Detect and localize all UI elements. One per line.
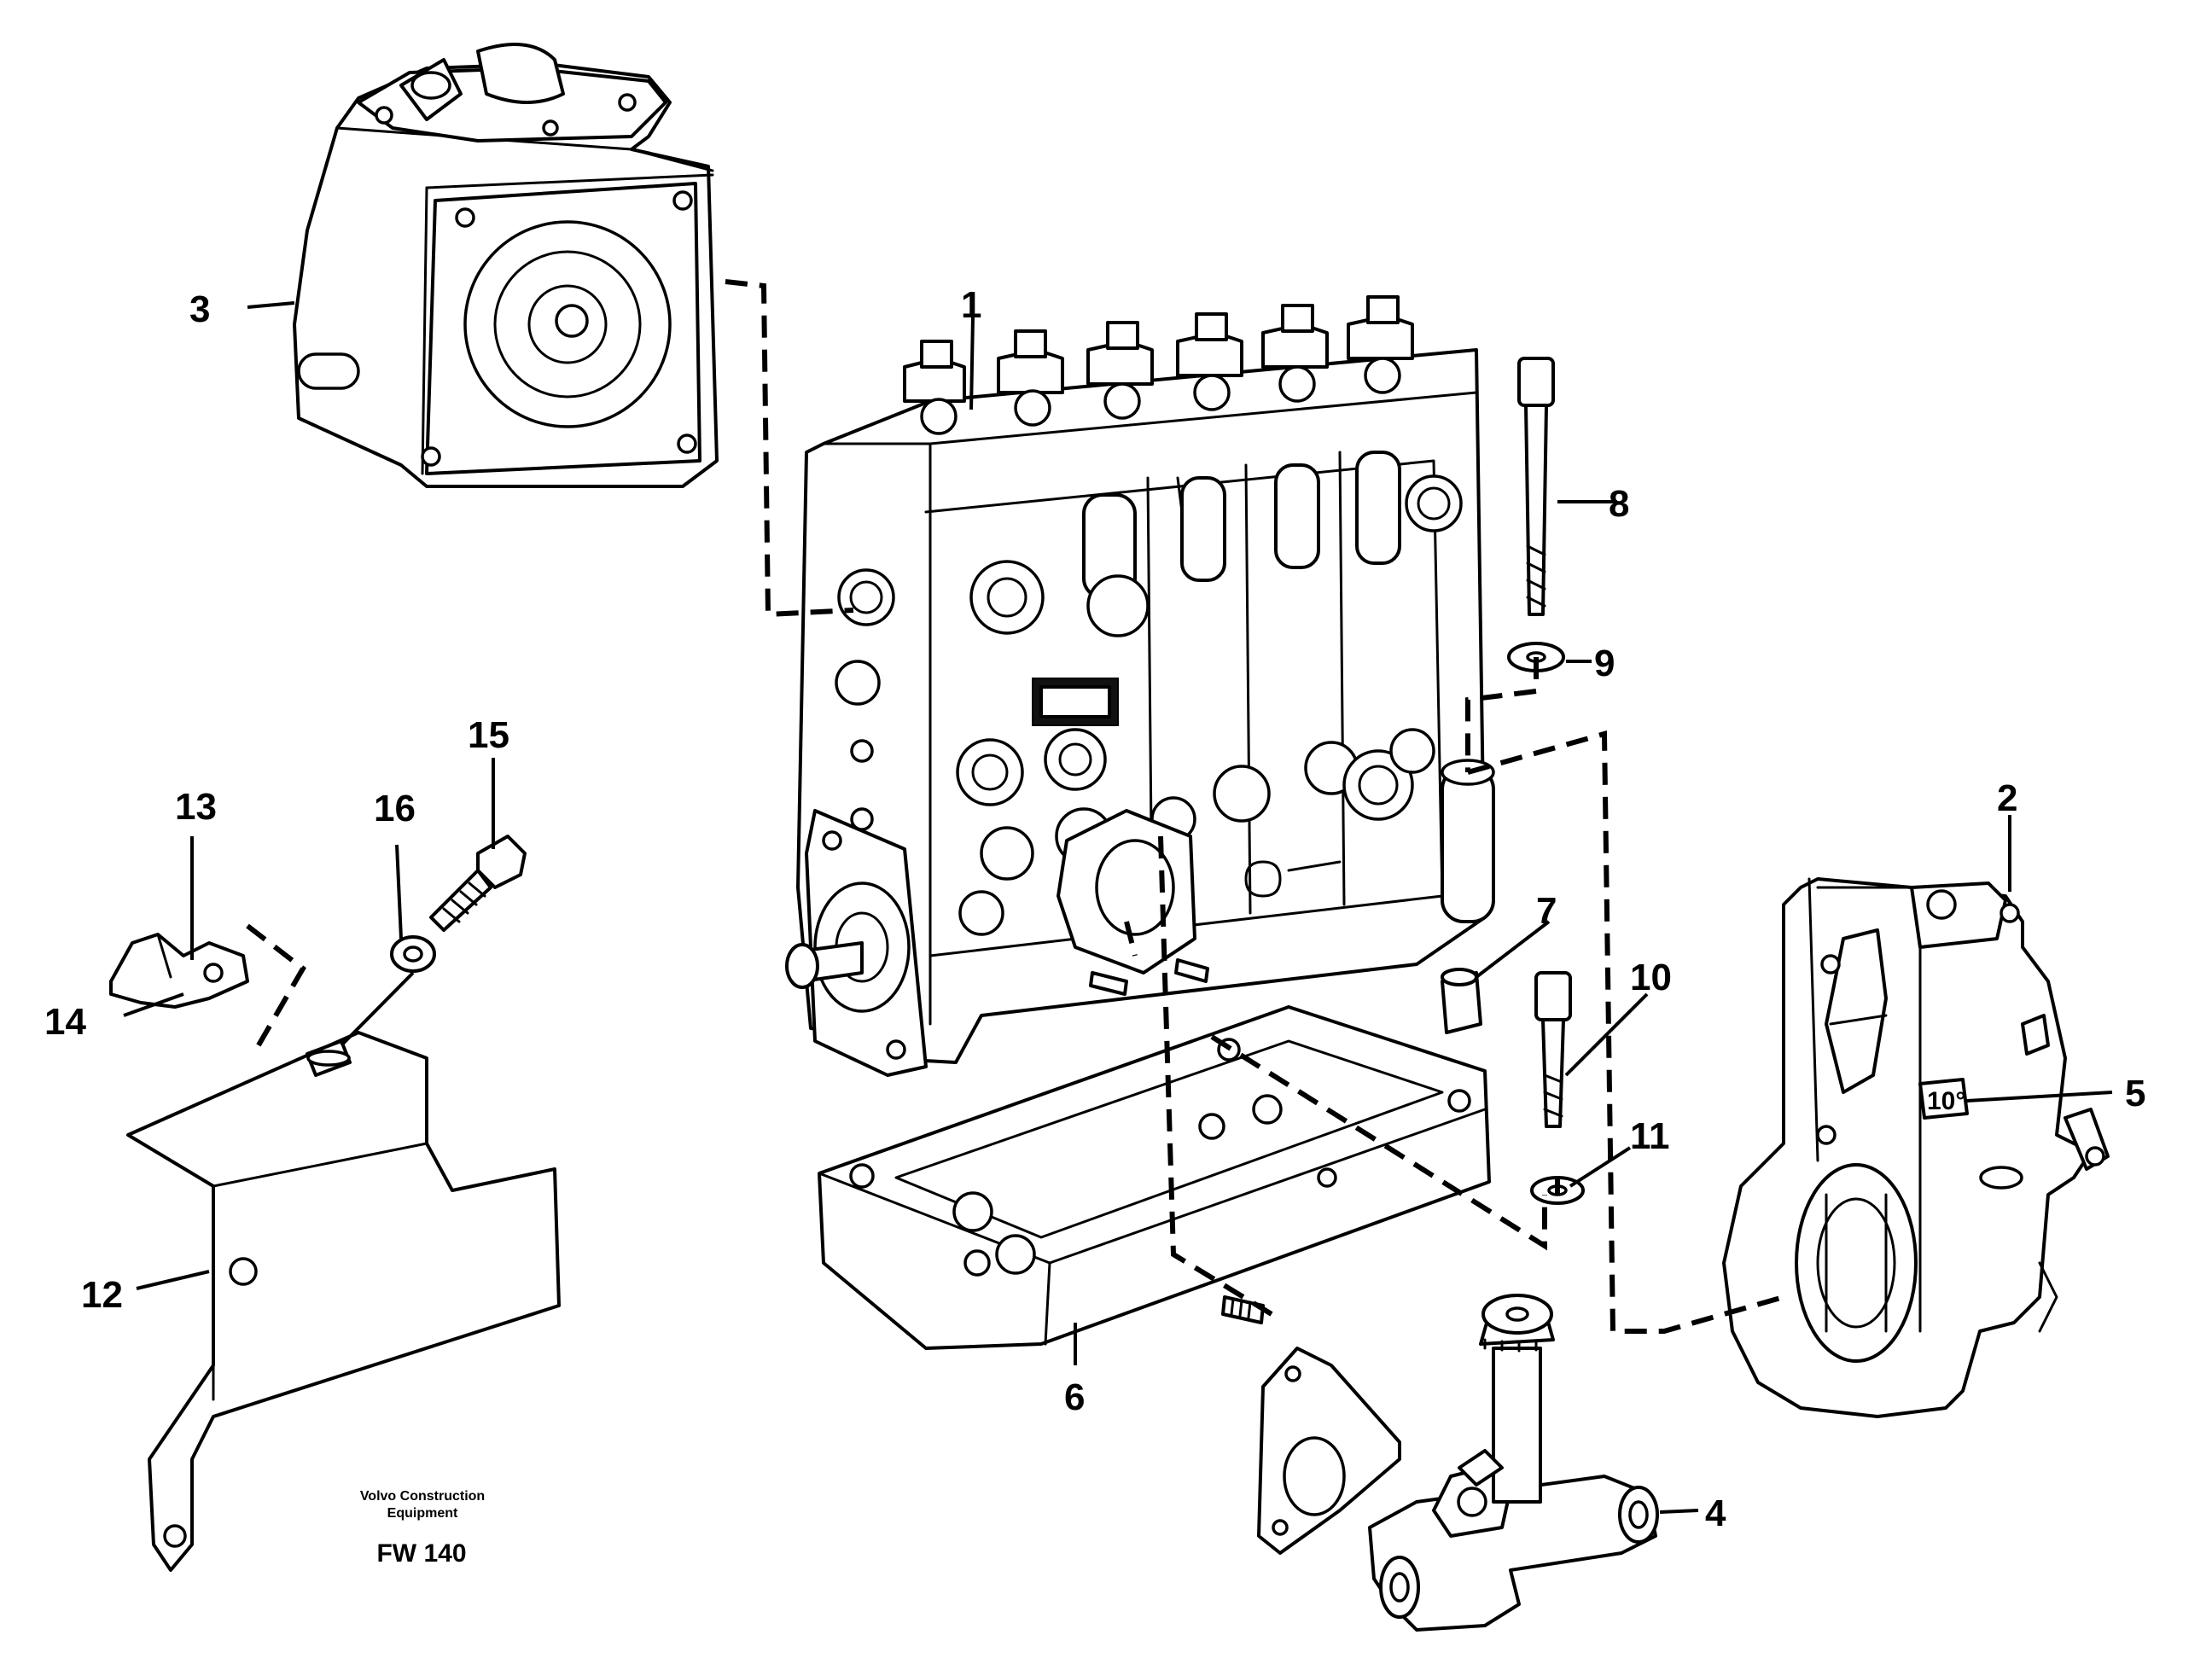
long-bolt (1517, 357, 1555, 616)
callout-2: 2 (1997, 777, 2017, 819)
callout-10: 10 (1630, 957, 1672, 998)
callout-11: 11 (1630, 1115, 1670, 1157)
credit-line-1: Volvo Construction (360, 1489, 485, 1504)
clip (109, 933, 249, 1009)
assembly-lines (246, 279, 1784, 1334)
pump-element-row (903, 295, 1414, 435)
timer-housing: 10° (1722, 877, 2110, 1418)
callout-3: 3 (189, 288, 210, 330)
short-bolt (1534, 971, 1572, 1128)
callout-leaders (123, 301, 2113, 1514)
callout-4: 4 (1705, 1492, 1726, 1534)
callout-13: 13 (175, 786, 217, 828)
washer-16 (390, 935, 436, 973)
callout-5: 5 (2125, 1073, 2145, 1114)
callout-15: 15 (468, 714, 509, 756)
credit-line-2: Equipment (387, 1506, 458, 1521)
timer-setting-marking: 10° (1927, 1087, 1965, 1115)
feed-pump (1221, 1294, 1659, 1632)
callout-9: 9 (1594, 643, 1615, 684)
sleeve (1441, 968, 1482, 1034)
callout-8: 8 (1609, 483, 1629, 525)
governor-housing (293, 43, 719, 488)
bracket (126, 1031, 561, 1572)
callout-1: 1 (961, 284, 981, 326)
callout-7: 7 (1536, 890, 1557, 932)
figure-code: FW 140 (376, 1539, 466, 1568)
injection-pump-body (785, 295, 1495, 1077)
base-plate (818, 1005, 1491, 1350)
callout-labels: 1 2 3 4 5 6 7 8 9 10 11 12 13 14 15 16 (44, 284, 2145, 1534)
callout-16: 16 (374, 788, 416, 829)
callout-14: 14 (44, 1001, 86, 1043)
callout-12: 12 (81, 1274, 123, 1316)
credit-block: Volvo Construction Equipment FW 140 (360, 1489, 485, 1568)
callout-6: 6 (1064, 1376, 1085, 1418)
screw (429, 835, 527, 932)
